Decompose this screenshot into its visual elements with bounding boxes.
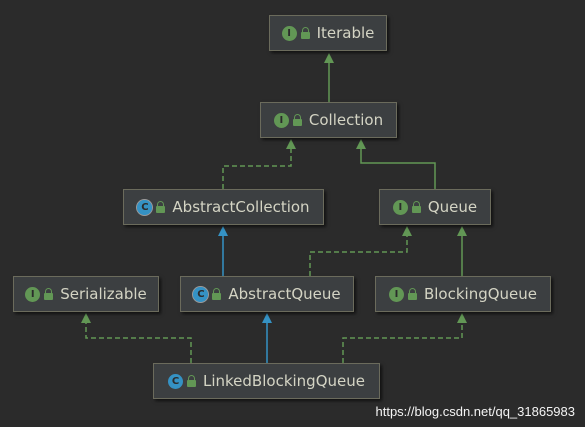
- public-lock-icon: [212, 287, 222, 301]
- node-linked-blocking-queue[interactable]: C LinkedBlockingQueue: [153, 363, 380, 399]
- arrowhead: [356, 139, 366, 149]
- arrowhead: [324, 53, 334, 63]
- node-label: AbstractQueue: [228, 285, 341, 303]
- edge-abstractqueue-queue: [309, 233, 408, 276]
- arrowhead: [81, 313, 91, 323]
- arrowhead: [457, 226, 467, 236]
- abstract-class-icon: C: [193, 286, 209, 302]
- interface-icon: I: [273, 112, 289, 128]
- node-label: Collection: [308, 111, 384, 129]
- watermark: https://blog.csdn.net/qq_31865983: [375, 404, 576, 419]
- node-iterable[interactable]: I Iterable: [269, 15, 387, 51]
- node-queue[interactable]: I Queue: [379, 189, 491, 225]
- node-abstract-queue[interactable]: C AbstractQueue: [180, 276, 354, 312]
- public-lock-icon: [300, 26, 310, 40]
- edge-queue-collection: [360, 146, 436, 189]
- abstract-class-icon: C: [137, 199, 153, 215]
- interface-icon: I: [281, 25, 297, 41]
- edge-linkedblockingqueue-serializable: [85, 320, 192, 363]
- arrowhead: [402, 226, 412, 236]
- interface-icon: I: [392, 199, 408, 215]
- class-icon: C: [168, 373, 183, 389]
- node-label: Queue: [427, 198, 478, 216]
- public-lock-icon: [292, 113, 302, 127]
- node-label: LinkedBlockingQueue: [203, 372, 365, 390]
- public-lock-icon: [44, 287, 54, 301]
- node-abstract-collection[interactable]: C AbstractCollection: [123, 189, 324, 225]
- interface-icon: I: [388, 286, 404, 302]
- arrowhead: [218, 226, 228, 236]
- node-label: Iterable: [316, 24, 375, 42]
- public-lock-icon: [407, 287, 417, 301]
- node-label: AbstractCollection: [172, 198, 310, 216]
- public-lock-icon: [156, 200, 166, 214]
- node-serializable[interactable]: I Serializable: [13, 276, 159, 312]
- arrowhead: [286, 139, 296, 149]
- edge-linkedblockingqueue-blockingqueue: [342, 320, 463, 363]
- arrowhead: [457, 313, 467, 323]
- node-collection[interactable]: I Collection: [260, 102, 397, 138]
- public-lock-icon: [411, 200, 421, 214]
- interface-icon: I: [25, 286, 41, 302]
- node-label: BlockingQueue: [423, 285, 538, 303]
- public-lock-icon: [187, 374, 196, 388]
- node-blocking-queue[interactable]: I BlockingQueue: [375, 276, 551, 312]
- arrowhead: [262, 313, 272, 323]
- edge-abstractcollection-collection: [222, 146, 292, 189]
- node-label: Serializable: [60, 285, 147, 303]
